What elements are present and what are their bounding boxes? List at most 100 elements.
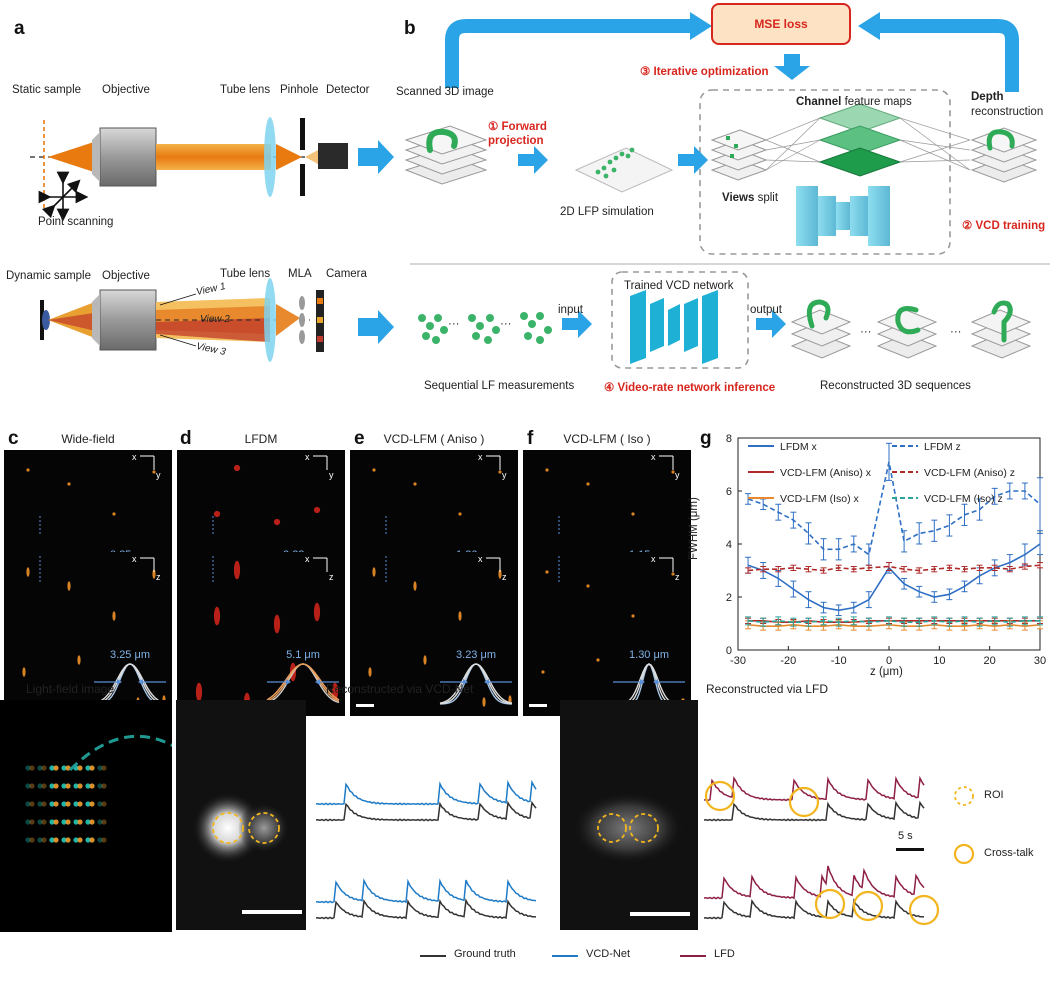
axis-z-glyph: z [329, 572, 334, 582]
lf-dot [53, 819, 59, 825]
error-bar [901, 617, 908, 627]
axis-y-glyph: y [502, 470, 507, 480]
psf-spot [631, 512, 635, 516]
error-bar [1021, 482, 1028, 500]
error-bar [865, 543, 872, 566]
error-bar [961, 503, 968, 526]
error-bar [850, 566, 857, 573]
legend-ground-truth-line [420, 955, 446, 957]
error-bar [916, 585, 923, 598]
psf-profile-curve [439, 663, 513, 704]
lf-dot [41, 819, 47, 825]
lf-dot [97, 837, 103, 843]
error-bar [901, 566, 908, 573]
error-bar [916, 522, 923, 545]
lf-dot [37, 801, 43, 807]
psf-spot [213, 606, 221, 626]
panel-i-traces [315, 779, 537, 920]
crosstalk-legend-icon [953, 843, 975, 865]
label-tube-lens-top: Tube lens [220, 84, 271, 96]
label-video-rate-inference: ④ Video-rate network inference [604, 382, 776, 394]
lf-dot [65, 837, 71, 843]
error-bar [1037, 562, 1043, 569]
psf-spot [498, 470, 502, 474]
psf-spot [22, 667, 26, 677]
psf-fwhm-label: 5.1 μm [286, 649, 320, 661]
axis-x-glyph: x [651, 452, 656, 462]
psf-image-1-xz: xz5.1 μm [177, 552, 345, 716]
psf-spot [545, 468, 549, 472]
lf-dot [97, 765, 103, 771]
lf-dot [85, 801, 91, 807]
lf-dot [73, 837, 79, 843]
error-bar [961, 616, 968, 626]
axis-z-glyph: z [156, 572, 161, 582]
label-scanned-3d-image: Scanned 3D image [396, 86, 494, 98]
psf-spot [233, 560, 241, 580]
psf-spot [26, 468, 30, 472]
psf-fwhm-label: 3.25 μm [110, 649, 150, 661]
psf-spot [541, 670, 545, 674]
panel-letter-a: a [14, 18, 25, 39]
lf-dot [77, 765, 83, 771]
label-scale-5s: 5 s [898, 830, 913, 842]
error-bar [916, 567, 923, 574]
psf-spot [423, 655, 427, 665]
psf-scale-bar [356, 704, 374, 707]
series-line-4 [748, 623, 1041, 628]
lf-dot [53, 765, 59, 771]
trace-ground-truth [315, 800, 537, 822]
error-bar [1037, 616, 1043, 626]
label-feature-maps: feature maps [841, 96, 912, 108]
lf-dot [89, 819, 95, 825]
psf-spot [586, 584, 590, 588]
lf-dot [85, 765, 91, 771]
psf-spot [372, 567, 376, 577]
error-bar [760, 617, 767, 627]
error-bar [790, 564, 797, 571]
psf-profile-curve [93, 663, 167, 704]
axis-y-glyph: y [329, 470, 334, 480]
legend-vcd-net-line [552, 955, 578, 957]
axis-x-glyph: x [651, 554, 656, 564]
error-bar [820, 567, 827, 574]
legend-label-4: VCD-LFM (Iso) x [780, 493, 860, 505]
label-light-field-image: Light-field image [26, 682, 115, 696]
lf-dot [73, 783, 79, 789]
psf-fwhm-label: 1.30 μm [629, 649, 669, 661]
label-ellipsis-2: ··· [500, 318, 512, 330]
error-bar [850, 535, 857, 553]
psf-spot [482, 697, 486, 707]
error-bar [1006, 482, 1013, 500]
error-bar [835, 617, 842, 627]
error-bar [886, 562, 892, 571]
trace-lfd [703, 865, 925, 900]
axis-x-glyph: x [132, 452, 137, 462]
lf-dot [25, 801, 31, 807]
legend-label-3: VCD-LFM (Aniso) z [924, 467, 1015, 479]
label-trained-vcd: Trained VCD network [624, 280, 734, 292]
error-bar [901, 577, 908, 590]
axis-x-glyph: x [478, 452, 483, 462]
error-bar [790, 617, 797, 627]
psf-title-2: VCD-LFM ( Aniso ) [383, 432, 485, 446]
label-lfp-simulation: 2D LFP simulation [560, 206, 654, 218]
x-tick-label: 0 [886, 655, 892, 667]
chart-xlabel: z (μm) [870, 666, 903, 678]
error-bar [961, 566, 968, 573]
axis-z-glyph: z [502, 572, 507, 582]
error-bar [886, 616, 892, 626]
error-bar [805, 522, 812, 545]
lf-dot [41, 837, 47, 843]
psf-spot [586, 482, 590, 486]
error-bar [865, 617, 872, 627]
label-split: split [754, 192, 779, 204]
x-tick-label: 10 [933, 655, 945, 667]
lf-dot [37, 819, 43, 825]
lf-dot [89, 837, 95, 843]
error-bar [820, 616, 827, 626]
lf-dot [101, 783, 107, 789]
label-vcd-training: ② VCD training [962, 220, 1046, 232]
y-tick-label: 4 [726, 539, 732, 551]
